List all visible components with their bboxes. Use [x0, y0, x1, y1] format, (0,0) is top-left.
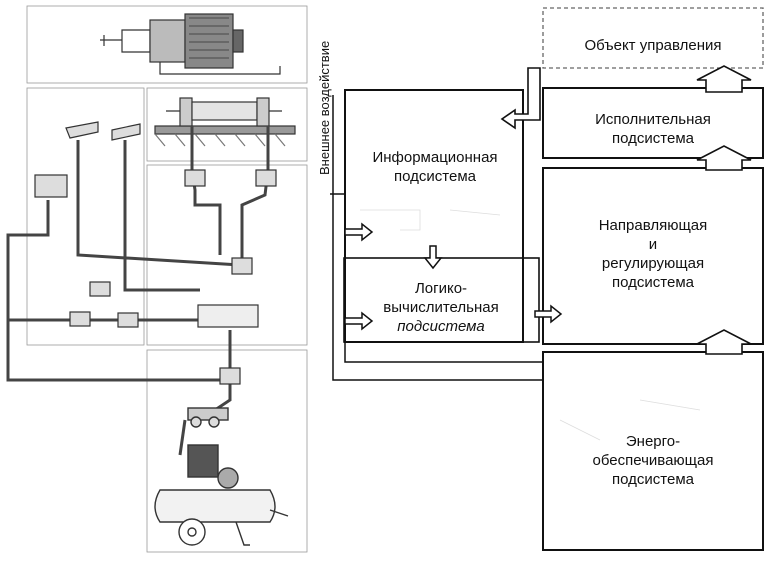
feedback-line: [332, 95, 543, 381]
directing-label-line-2: и: [648, 236, 658, 253]
zone-drive: [26, 5, 308, 84]
compressor: [154, 407, 289, 546]
energy-block: [542, 351, 764, 551]
up-arrows: [696, 65, 752, 355]
equipment-drawing: [6, 5, 308, 553]
external-influence-label: Внешнее воздействие: [317, 40, 332, 175]
zone-sensors: [26, 87, 145, 346]
arrow-up-to-object: [696, 65, 752, 93]
energy-label-line-1: Энерго-: [625, 433, 681, 450]
arrow-up-to-executive: [696, 145, 752, 171]
drill-unit: [100, 13, 281, 75]
information-label: Информационная подсистема: [350, 148, 520, 186]
information-label-line-2: подсистема: [394, 168, 476, 185]
directing-label-line-3: регулирующая: [601, 255, 705, 272]
zone-compressor: [146, 349, 308, 553]
energy-label-line-3: подсистема: [612, 471, 694, 488]
executive-label: Исполнительная подсистема: [548, 110, 758, 148]
object-label-text: Объект управления: [584, 37, 722, 54]
piping: [6, 126, 270, 456]
directing-block: [542, 167, 764, 345]
directing-label-line-4: подсистема: [612, 274, 694, 291]
energy-label-line-2: обеспечивающая: [592, 452, 714, 469]
logic-label-line-2: вычислительная: [383, 299, 499, 316]
directing-label: Направляющая и регулирующая подсистема: [548, 216, 758, 292]
block-diagram: [330, 7, 764, 551]
pneumatic-cylinder: [154, 97, 296, 147]
arrow-into-information: [344, 222, 374, 242]
sensing-arrow: [500, 67, 541, 130]
executive-label-line-1: Исполнительная: [595, 111, 711, 128]
zone-cylinder: [146, 87, 308, 162]
executive-label-line-2: подсистема: [612, 130, 694, 147]
valve-blocks: [34, 121, 277, 385]
zone-frames: [26, 5, 308, 553]
information-label-line-1: Информационная: [372, 149, 498, 166]
arrow-up-to-directing: [696, 329, 752, 355]
background-texture: [360, 209, 701, 441]
logic-label-line-1: Логико-: [414, 280, 468, 297]
arrow-into-logic: [344, 311, 374, 331]
logic-label-line-3: подсистема: [397, 318, 485, 335]
energy-label: Энерго- обеспечивающая подсистема: [548, 432, 758, 489]
input-arrows: [330, 193, 374, 331]
arrow-logic-to-directing: [534, 304, 563, 324]
arrow-info-to-logic: [423, 245, 443, 270]
zone-valves: [146, 164, 308, 346]
object-label: Объект управления: [548, 36, 758, 55]
directing-label-line-1: Направляющая: [598, 217, 708, 234]
logic-label: Логико- вычислительная подсистема: [352, 279, 530, 336]
executive-block: [542, 87, 764, 159]
